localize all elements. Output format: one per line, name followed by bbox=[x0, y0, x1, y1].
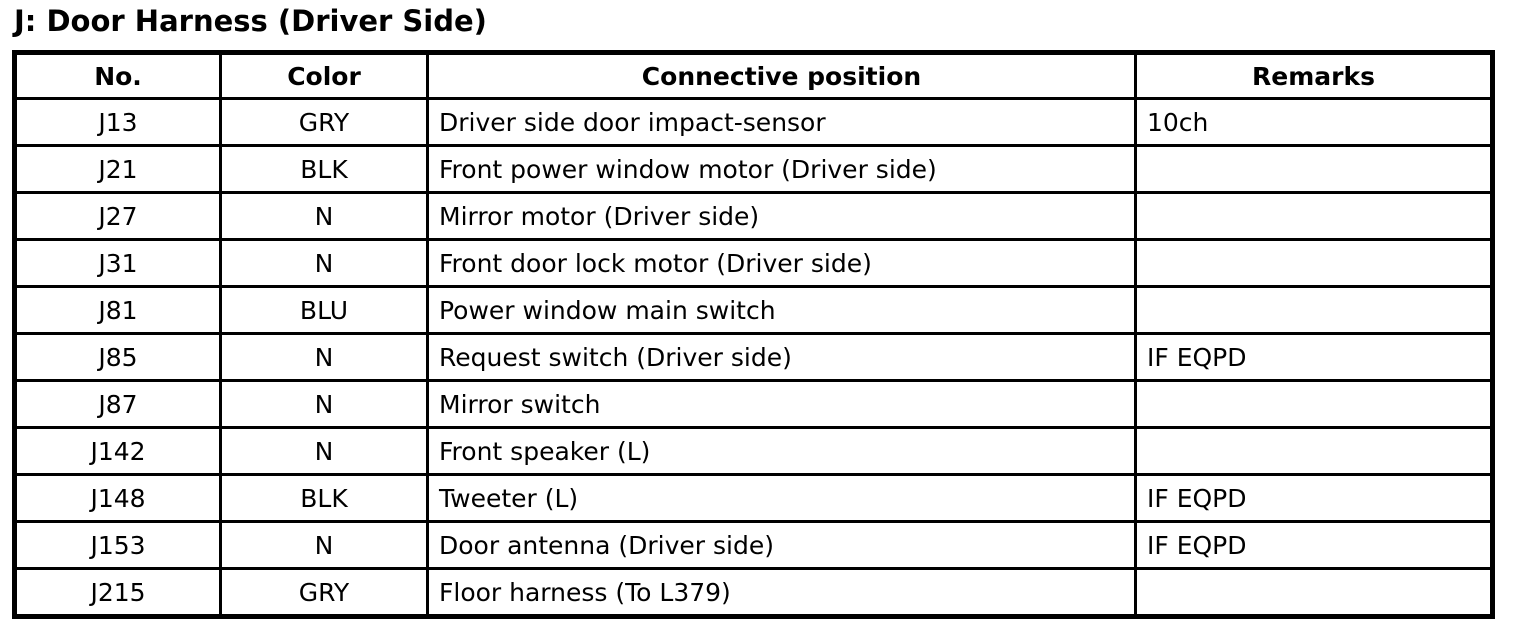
table-row: J21 BLK Front power window motor (Driver… bbox=[13, 144, 1494, 194]
header-color: Color bbox=[219, 51, 429, 100]
cell-remarks: IF EQPD bbox=[1134, 473, 1494, 523]
cell-position: Power window main switch bbox=[426, 285, 1137, 335]
table-row: J87 N Mirror switch bbox=[13, 379, 1494, 429]
table-row: J153 N Door antenna (Driver side) IF EQP… bbox=[13, 520, 1494, 570]
cell-remarks bbox=[1134, 567, 1494, 618]
cell-remarks: IF EQPD bbox=[1134, 520, 1494, 570]
cell-color: BLK bbox=[219, 473, 429, 523]
table-row: J31 N Front door lock motor (Driver side… bbox=[13, 238, 1494, 288]
cell-remarks bbox=[1134, 426, 1494, 476]
cell-position: Floor harness (To L379) bbox=[426, 567, 1137, 618]
cell-color: BLK bbox=[219, 144, 429, 194]
page-title: J: Door Harness (Driver Side) bbox=[14, 4, 487, 38]
cell-color: N bbox=[219, 520, 429, 570]
cell-no: J81 bbox=[13, 285, 222, 335]
cell-remarks: 10ch bbox=[1134, 97, 1494, 147]
cell-remarks bbox=[1134, 285, 1494, 335]
cell-color: BLU bbox=[219, 285, 429, 335]
door-harness-table: No. Color Connective position Remarks J1… bbox=[12, 50, 1495, 619]
header-remarks: Remarks bbox=[1134, 51, 1494, 100]
cell-position: Tweeter (L) bbox=[426, 473, 1137, 523]
header-position: Connective position bbox=[426, 51, 1137, 100]
table-row: J13 GRY Driver side door impact-sensor 1… bbox=[13, 97, 1494, 147]
cell-position: Mirror switch bbox=[426, 379, 1137, 429]
cell-color: N bbox=[219, 238, 429, 288]
cell-color: N bbox=[219, 332, 429, 382]
cell-position: Request switch (Driver side) bbox=[426, 332, 1137, 382]
table-row: J81 BLU Power window main switch bbox=[13, 285, 1494, 335]
table-row: J215 GRY Floor harness (To L379) bbox=[13, 567, 1494, 618]
cell-color: GRY bbox=[219, 97, 429, 147]
cell-position: Mirror motor (Driver side) bbox=[426, 191, 1137, 241]
cell-position: Driver side door impact-sensor bbox=[426, 97, 1137, 147]
table-header-row: No. Color Connective position Remarks bbox=[13, 51, 1494, 100]
table-row: J27 N Mirror motor (Driver side) bbox=[13, 191, 1494, 241]
cell-no: J87 bbox=[13, 379, 222, 429]
cell-no: J21 bbox=[13, 144, 222, 194]
cell-remarks bbox=[1134, 238, 1494, 288]
cell-no: J27 bbox=[13, 191, 222, 241]
cell-position: Front door lock motor (Driver side) bbox=[426, 238, 1137, 288]
table-row: J142 N Front speaker (L) bbox=[13, 426, 1494, 476]
cell-no: J215 bbox=[13, 567, 222, 618]
cell-position: Front speaker (L) bbox=[426, 426, 1137, 476]
table-row: J148 BLK Tweeter (L) IF EQPD bbox=[13, 473, 1494, 523]
cell-no: J148 bbox=[13, 473, 222, 523]
cell-color: N bbox=[219, 426, 429, 476]
cell-remarks bbox=[1134, 191, 1494, 241]
cell-color: N bbox=[219, 191, 429, 241]
cell-no: J142 bbox=[13, 426, 222, 476]
cell-no: J13 bbox=[13, 97, 222, 147]
cell-position: Front power window motor (Driver side) bbox=[426, 144, 1137, 194]
cell-no: J85 bbox=[13, 332, 222, 382]
table-row: J85 N Request switch (Driver side) IF EQ… bbox=[13, 332, 1494, 382]
cell-remarks: IF EQPD bbox=[1134, 332, 1494, 382]
cell-no: J153 bbox=[13, 520, 222, 570]
cell-remarks bbox=[1134, 379, 1494, 429]
cell-no: J31 bbox=[13, 238, 222, 288]
cell-remarks bbox=[1134, 144, 1494, 194]
cell-color: N bbox=[219, 379, 429, 429]
header-no: No. bbox=[13, 51, 222, 100]
cell-color: GRY bbox=[219, 567, 429, 618]
cell-position: Door antenna (Driver side) bbox=[426, 520, 1137, 570]
